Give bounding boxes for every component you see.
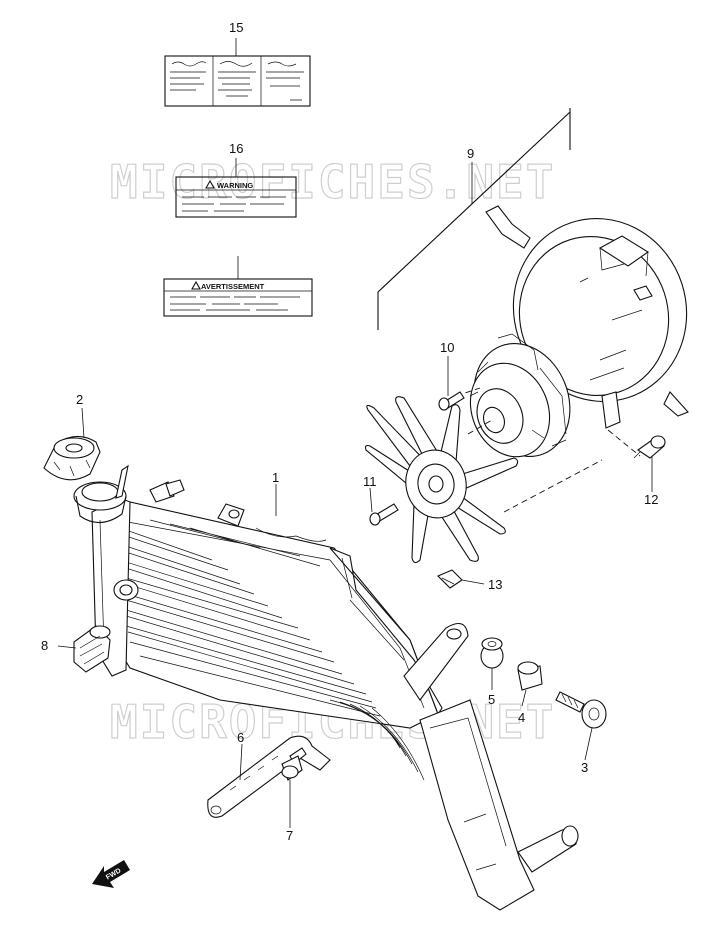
cushion-5 [480,637,504,669]
callout-4: 4 [518,710,525,725]
bolt-3 [555,691,607,729]
callout-numbers: 15 16 9 10 11 12 13 1 2 8 5 4 3 6 7 [41,20,658,843]
warning-text: WARNING [217,181,253,190]
callout-1: 1 [272,470,279,485]
callout-15: 16 [229,141,243,156]
fitting-8 [73,625,111,673]
watermark-top: MICROFICHES.NET [110,155,555,209]
fan-motor [469,333,571,458]
callout-14: 15 [229,20,243,35]
label-16: AVERTISSEMENT [163,278,313,317]
label-14 [164,55,311,107]
collar-4 [517,661,543,691]
avertissement-text: AVERTISSEMENT [201,282,265,291]
callout-7: 7 [286,828,293,843]
leader-lines [57,38,653,828]
radiator-cap [43,435,101,481]
fwd-arrow-icon: FWD [92,860,130,888]
callout-9: 9 [467,146,474,161]
assembly-line-1 [467,419,493,435]
callout-6: 6 [237,730,244,745]
callout-2: 2 [76,392,83,407]
fan-shroud [485,205,689,429]
callout-8: 8 [41,638,48,653]
callout-12: 12 [644,492,658,507]
bolt-12 [633,435,666,459]
assembly-line-3 [607,429,641,457]
screw-10 [438,391,465,411]
screw-11 [369,503,399,526]
callout-10: 10 [440,340,454,355]
callout-3: 3 [581,760,588,775]
assembly-line-2 [503,459,603,513]
fan-blade [364,396,519,564]
clip-13 [437,569,463,589]
callout-5: 5 [488,692,495,707]
callout-11: 11 [363,474,377,489]
fan-assembly-bracket-line [377,108,571,330]
radiator-core [73,464,579,911]
bolt-7 [281,747,307,781]
callout-13: 13 [488,577,502,592]
